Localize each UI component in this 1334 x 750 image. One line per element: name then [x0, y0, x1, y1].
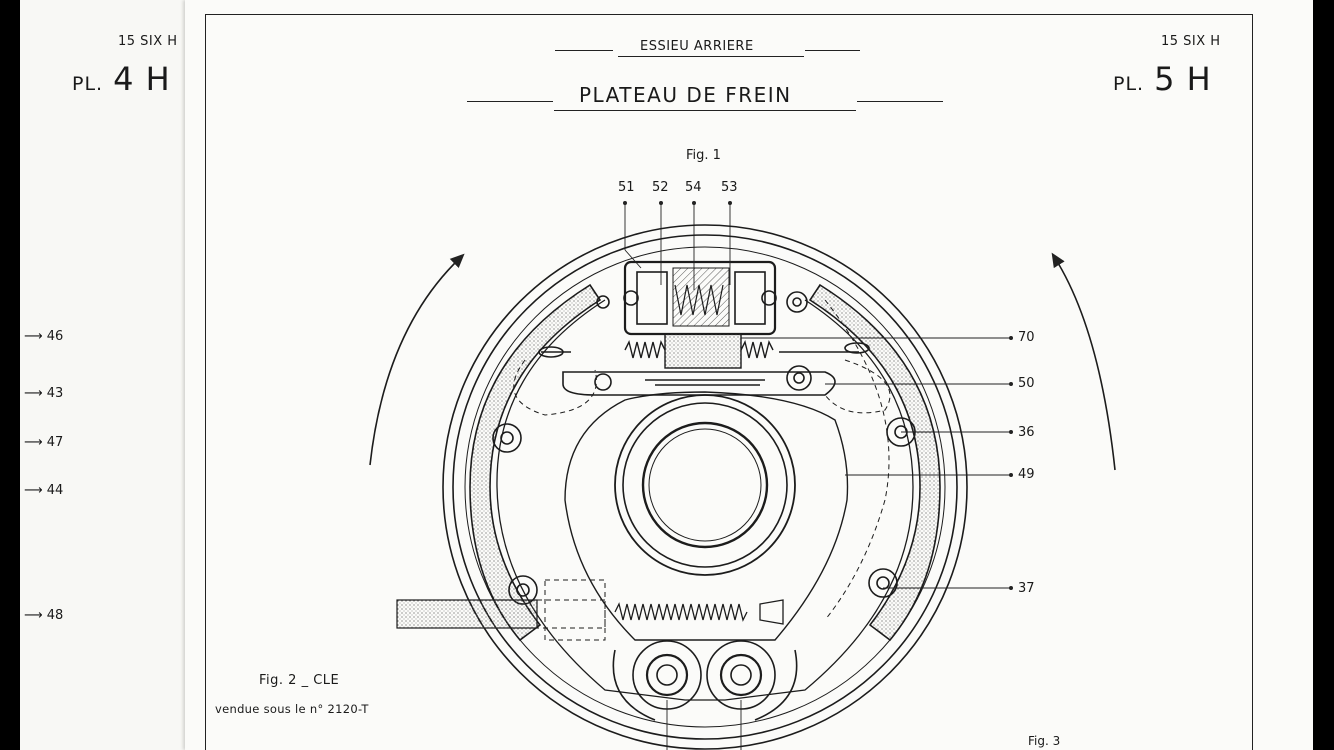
- frame-top: [205, 14, 1253, 15]
- callout-53: 53: [721, 180, 738, 195]
- callout-37: 37: [1018, 581, 1035, 596]
- right-plate-number: 5 H: [1154, 60, 1212, 98]
- central-plate: [564, 391, 849, 641]
- rotation-arrow-left: [369, 253, 465, 466]
- frame-right: [1252, 14, 1253, 750]
- hub-bore: [641, 421, 769, 549]
- handbrake-cable: [396, 599, 538, 629]
- cylinder-spring: [674, 284, 724, 316]
- fig2-label: Fig. 2 _ CLE: [259, 673, 340, 688]
- callout-70: 70: [1018, 330, 1035, 345]
- leader-lines: [624, 203, 1011, 750]
- fig3-label: Fig. 3: [1028, 734, 1061, 748]
- fig1-label: Fig. 1: [686, 148, 721, 163]
- anchor-pin-37: [868, 568, 898, 598]
- callout-36: 36: [1018, 425, 1035, 440]
- brake-pad-block: [664, 333, 742, 369]
- left-plate-number: 4 H: [113, 60, 171, 98]
- callout-49: 49: [1018, 467, 1035, 482]
- bleeder-bolt: [786, 291, 808, 313]
- right-shoe-lining: [808, 283, 941, 642]
- title-rule-left: [467, 101, 553, 102]
- left-callout-46: ⟶ 46: [24, 329, 64, 344]
- left-plate-prefix: PL.: [72, 73, 104, 95]
- left-callout-44: ⟶ 44: [24, 483, 64, 498]
- rotation-arrow-right: [1051, 252, 1116, 471]
- left-series-label: 15 SIX H: [118, 34, 178, 49]
- left-plate-label: PL. 4 H: [72, 60, 171, 98]
- title-rule-right: [857, 101, 943, 102]
- right-series-label: 15 SIX H: [1161, 34, 1221, 49]
- title-rule-under: [554, 110, 856, 111]
- adjusting-cam-right: [706, 640, 776, 710]
- callout-54: 54: [685, 180, 702, 195]
- frame-left: [205, 14, 206, 750]
- section-title: ESSIEU ARRIERE: [640, 39, 754, 54]
- anchor-pin-left-upper: [492, 423, 522, 453]
- section-rule-under: [618, 56, 804, 57]
- section-rule-right: [805, 50, 860, 51]
- right-plate-prefix: PL.: [1113, 73, 1145, 95]
- callout-50: 50: [1018, 376, 1035, 391]
- fig2-caption: vendue sous le n° 2120-T: [215, 702, 369, 716]
- left-callout-47: ⟶ 47: [24, 435, 64, 450]
- page-title: PLATEAU DE FREIN: [579, 83, 792, 107]
- outer-drum-circle: [442, 224, 968, 750]
- callout-51: 51: [618, 180, 635, 195]
- left-callout-43: ⟶ 43: [24, 386, 64, 401]
- adjusting-cam-left: [632, 640, 702, 710]
- adjuster-bar: [562, 371, 836, 396]
- section-rule-left: [555, 50, 613, 51]
- left-page: 15 SIX H PL. 4 H ⟶ 46 ⟶ 43 ⟶ 47 ⟶ 44 ⟶ 48: [20, 0, 190, 750]
- lower-return-spring: [614, 602, 748, 622]
- right-plate-label: PL. 5 H: [1113, 60, 1212, 98]
- callout-52: 52: [652, 180, 669, 195]
- right-page: 15 SIX H PL. 5 H ESSIEU ARRIERE PLATEAU D…: [185, 0, 1313, 750]
- left-shoe-lining: [469, 283, 602, 642]
- left-callout-48: ⟶ 48: [24, 608, 64, 623]
- brake-backing-plate-drawing: [369, 201, 1116, 750]
